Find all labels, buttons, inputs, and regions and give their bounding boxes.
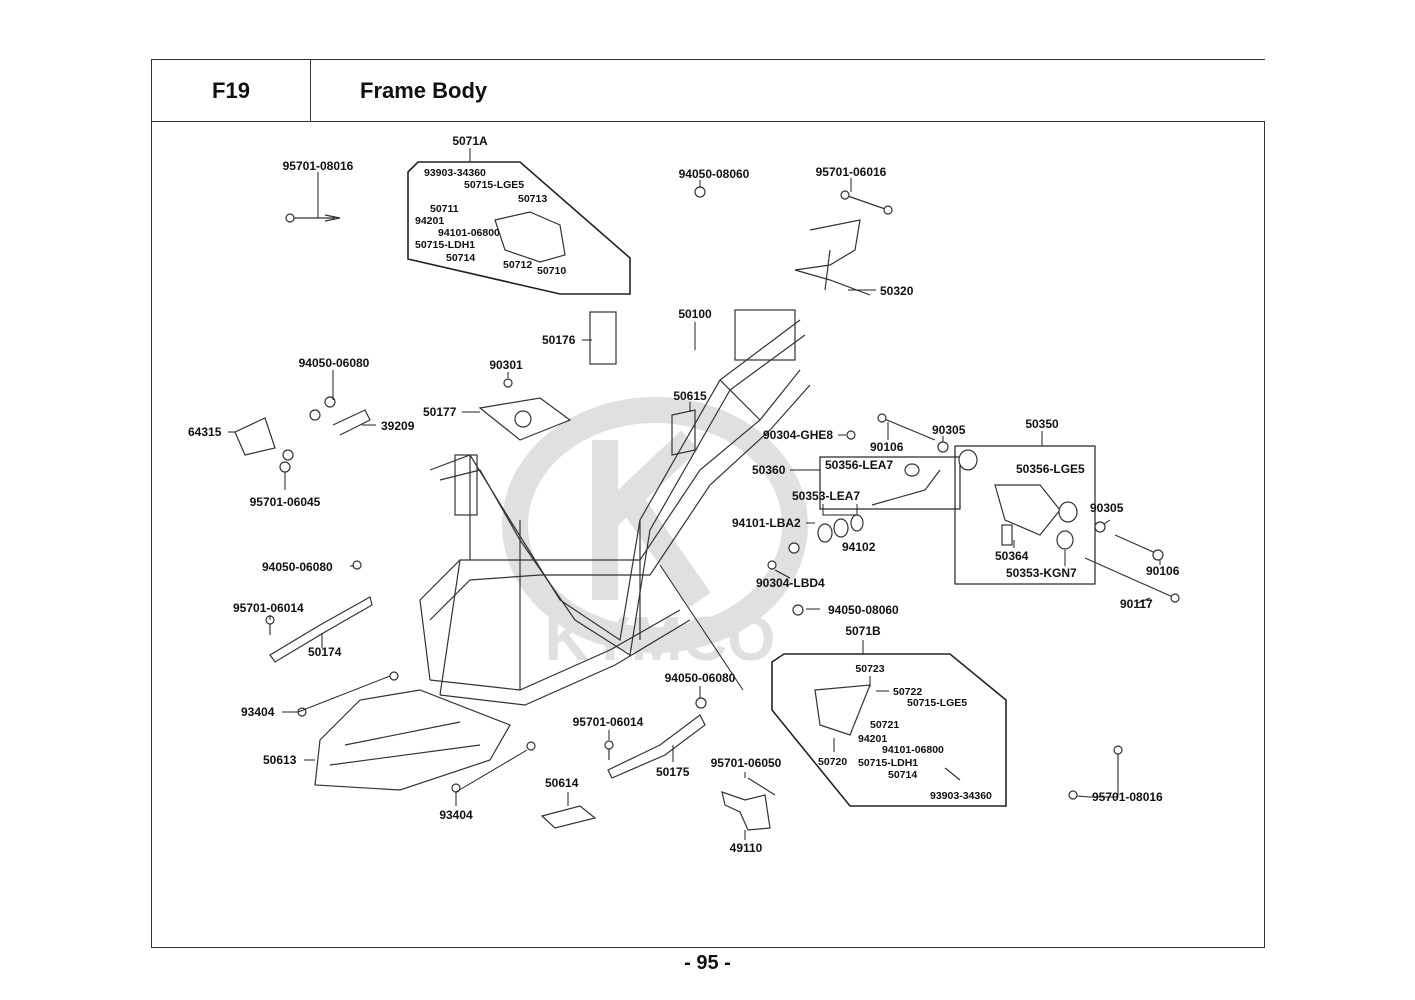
label-50714-b: 50714 [888, 769, 917, 781]
label-50175: 50175 [656, 765, 690, 779]
label-94201-b: 94201 [858, 733, 887, 745]
label-94050-08060-right: 94050-08060 [828, 603, 899, 617]
label-95701-08016: 95701-08016 [283, 159, 354, 173]
label-50720: 50720 [818, 756, 847, 768]
label-50715-LGE5: 50715-LGE5 [464, 179, 524, 191]
label-50364: 50364 [995, 549, 1029, 563]
label-50353-LEA7: 50353-LEA7 [792, 489, 860, 503]
label-50100: 50100 [678, 307, 712, 321]
group-box-50350 [954, 445, 1096, 585]
label-50714: 50714 [446, 252, 475, 264]
label-50174: 50174 [308, 645, 342, 659]
label-50710: 50710 [537, 265, 566, 277]
label-50356-LGE5: 50356-LGE5 [1016, 462, 1085, 476]
label-50177: 50177 [423, 405, 457, 419]
leader-lines [228, 148, 1161, 840]
label-50721: 50721 [870, 719, 899, 731]
label-93903-34360: 93903-34360 [424, 167, 486, 179]
label-50711: 50711 [430, 203, 459, 215]
group-box-5071A [407, 161, 631, 295]
label-93903-34360-b: 93903-34360 [930, 790, 992, 802]
label-90301: 90301 [489, 358, 523, 372]
label-39209: 39209 [381, 419, 415, 433]
label-95701-06050: 95701-06050 [711, 756, 782, 770]
label-95701-06014: 95701-06014 [233, 601, 304, 615]
label-90305-right: 90305 [1090, 501, 1124, 515]
label-50723: 50723 [855, 663, 884, 675]
label-49110: 49110 [730, 841, 763, 855]
label-50176: 50176 [542, 333, 576, 347]
page-number: - 95 - [684, 952, 731, 974]
label-94101-06800: 94101-06800 [438, 227, 500, 239]
kymco-watermark: KYMCO [502, 397, 808, 674]
part-shapes [234, 186, 1180, 831]
part-labels: 5071A 95701-08016 93903-34360 50715-LGE5… [188, 134, 1180, 855]
label-94050-08060: 94050-08060 [679, 167, 750, 181]
label-95701-06045: 95701-06045 [250, 495, 321, 509]
label-94201: 94201 [415, 215, 444, 227]
label-94102: 94102 [842, 540, 876, 554]
group-box-50360 [819, 456, 961, 510]
label-50613: 50613 [263, 753, 297, 767]
label-94050-06080-bottom: 94050-06080 [665, 671, 736, 685]
label-50715-LGE5-b: 50715-LGE5 [907, 697, 967, 709]
label-95701-08016-b: 95701-08016 [1092, 790, 1163, 804]
label-50722: 50722 [893, 686, 922, 698]
label-90304-LBD4: 90304-LBD4 [756, 576, 825, 590]
label-95701-06016: 95701-06016 [816, 165, 887, 179]
label-50356-LEA7: 50356-LEA7 [825, 458, 893, 472]
group-label-50360: 50360 [752, 463, 786, 477]
diagram-frame [151, 121, 1265, 948]
group-box-5071B [771, 653, 1007, 807]
label-90117: 90117 [1120, 597, 1153, 611]
group-label-5071B: 5071B [845, 624, 881, 638]
label-50713: 50713 [518, 193, 547, 205]
label-90106-right: 90106 [1146, 564, 1180, 578]
label-50615: 50615 [673, 389, 707, 403]
label-90304-GHE8: 90304-GHE8 [763, 428, 833, 442]
label-93404-b: 93404 [439, 808, 473, 822]
label-94101-06800-b: 94101-06800 [882, 744, 944, 756]
group-label-5071A: 5071A [452, 134, 488, 148]
label-94050-06080-left: 94050-06080 [262, 560, 333, 574]
group-label-50350: 50350 [1025, 417, 1059, 431]
label-50320: 50320 [880, 284, 914, 298]
label-94101-LBA2: 94101-LBA2 [732, 516, 801, 530]
page-title: Frame Body [360, 78, 488, 103]
label-50353-KGN7: 50353-KGN7 [1006, 566, 1077, 580]
label-50715-LDH1: 50715-LDH1 [415, 239, 475, 251]
label-90305: 90305 [932, 423, 966, 437]
label-50712: 50712 [503, 259, 532, 271]
label-94050-06080: 94050-06080 [299, 356, 370, 370]
label-50614: 50614 [545, 776, 579, 790]
label-95701-06014-b: 95701-06014 [573, 715, 644, 729]
main-frame-50100 [419, 309, 811, 706]
label-90106: 90106 [870, 440, 904, 454]
label-64315: 64315 [188, 425, 222, 439]
label-93404: 93404 [241, 705, 275, 719]
label-50715-LDH1-b: 50715-LDH1 [858, 757, 918, 769]
